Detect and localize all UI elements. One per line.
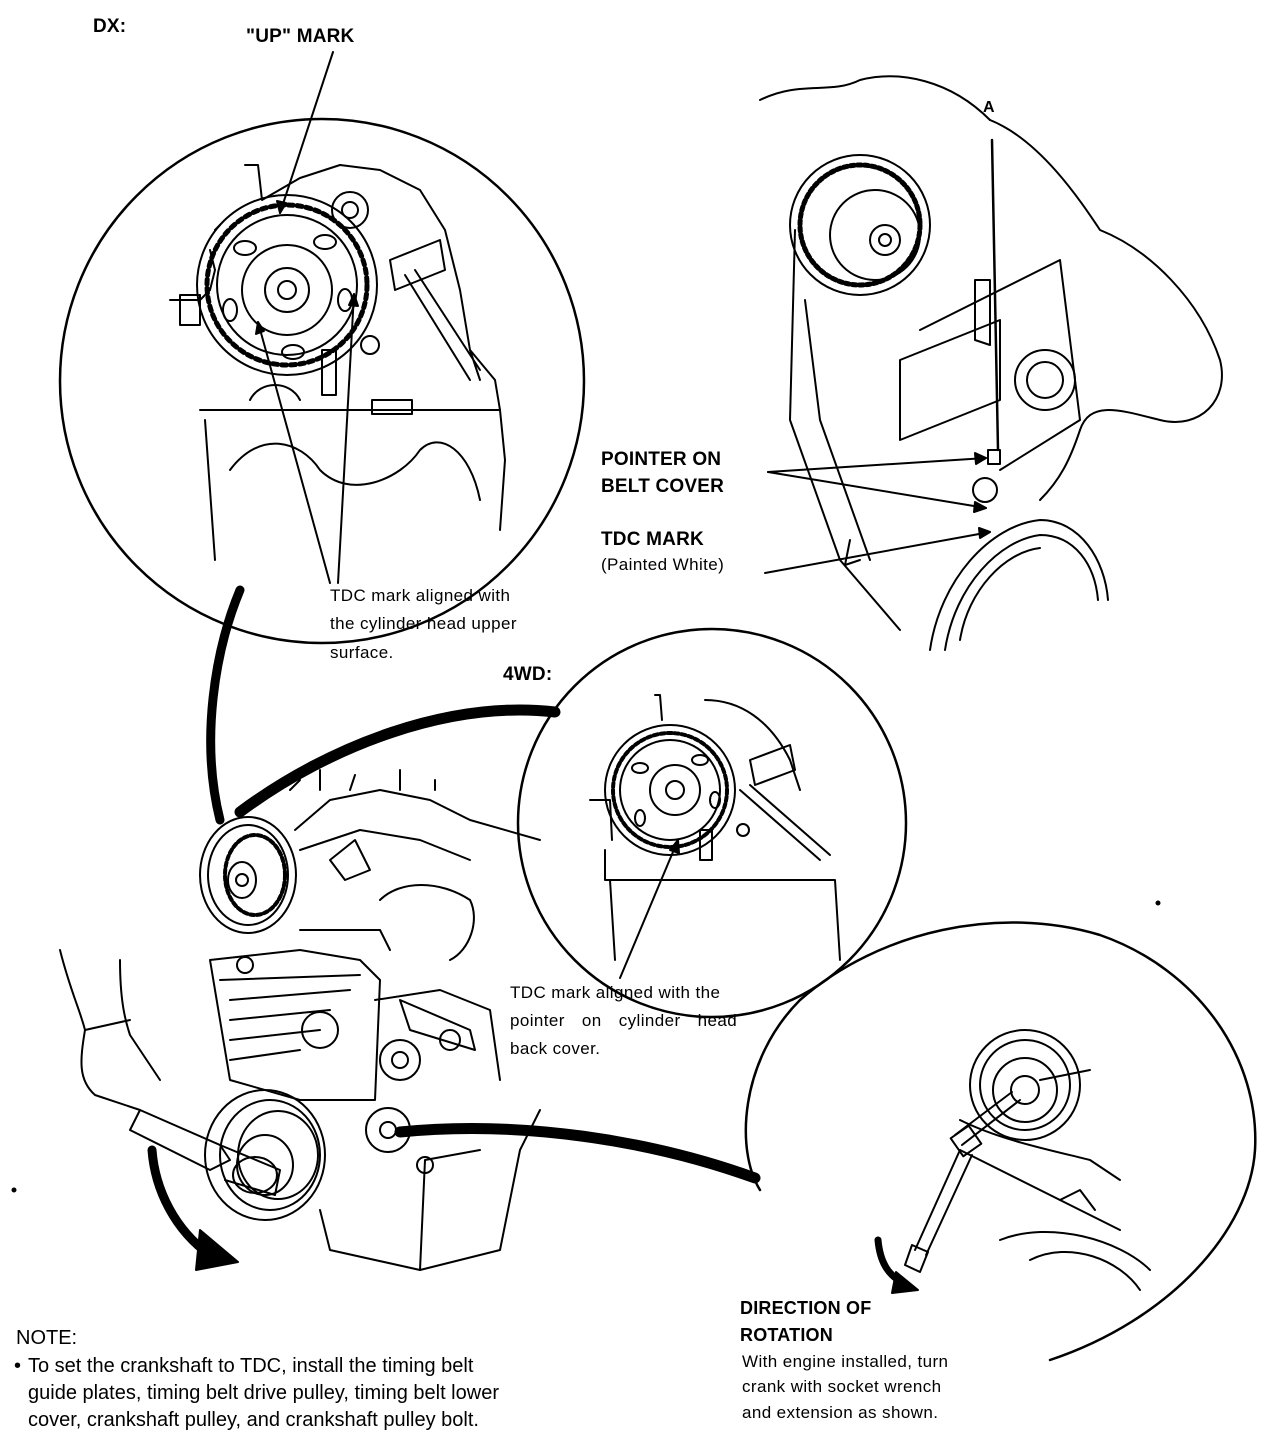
tdc-mark-label: TDC MARK [601,529,704,550]
dx-label: DX: [93,16,127,37]
rotation-arrow-icon [147,1145,239,1271]
fourwd-label: 4WD: [503,664,553,685]
fourwd-tdc-caption-line3: back cover. [510,1039,601,1058]
main-engine [199,769,541,1271]
dx-tdc-leaders [255,293,359,584]
corner-a-label: A [983,99,995,116]
pointer-on-belt-cover-label-line1: POINTER ON [601,449,722,470]
fourwd-tdc-caption-line1: TDC mark aligned with the [510,983,721,1002]
dx-tdc-caption-line3: surface. [330,643,394,662]
crankshaft-pulley-icon [204,1089,326,1221]
detail-rotation-arrow-icon [874,1236,919,1294]
dx-camshaft-pulley-icon [179,194,378,376]
belt-cover-view [759,75,1223,651]
direction-of-rotation-title-line1: DIRECTION OF [740,1298,872,1318]
crank-connector-band [394,1123,761,1184]
up-mark-label: "UP" MARK [246,26,355,47]
dx-connector-band [206,585,245,825]
note-bullet: • [14,1355,22,1377]
direction-body-line3: and extension as shown. [742,1403,939,1422]
note-line3: cover, crankshaft pulley, and crankshaft… [28,1409,479,1431]
pointer-on-belt-cover-label-line2: BELT COVER [601,476,725,497]
dx-detail-circle [58,117,586,645]
note-line2: guide plates, timing belt drive pulley, … [28,1382,499,1404]
dx-tdc-caption-line2: the cylinder head upper [330,614,517,633]
main-camshaft-pulley-icon [199,816,297,934]
direction-body-line1: With engine installed, turn [742,1352,949,1371]
socket-wrench-icon [59,949,281,1196]
note-line1: To set the crankshaft to TDC, install th… [28,1355,474,1377]
direction-body-line2: crank with socket wrench [742,1377,942,1396]
crank-detail-circle [744,921,1257,1362]
fourwd-connector-band [234,704,561,818]
direction-of-rotation-title-line2: ROTATION [740,1325,833,1345]
fourwd-tdc-caption-line2: pointer on cylinder head [510,1011,738,1030]
painted-white-label: (Painted White) [601,555,725,574]
dx-tdc-caption-line1: TDC mark aligned with [330,586,511,605]
pointer-leader-lines [764,452,991,574]
note-title: NOTE: [16,1327,78,1349]
up-mark-leader [276,51,334,214]
fourwd-detail-circle [516,627,908,1019]
